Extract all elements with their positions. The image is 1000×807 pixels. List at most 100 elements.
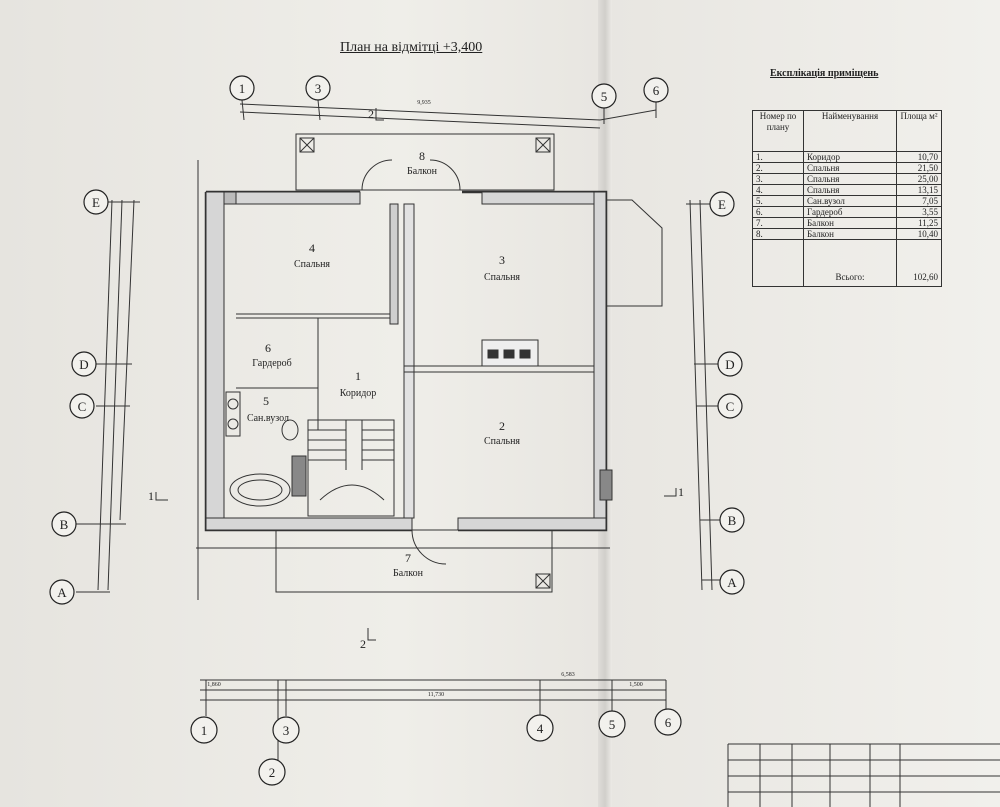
door-swing	[361, 159, 393, 191]
axis-label: 6	[665, 715, 672, 730]
balcony-post	[535, 573, 551, 589]
axis-label: E	[92, 195, 100, 210]
room-4-number: 4	[309, 241, 315, 255]
axis-bubble-bottom-5	[598, 710, 626, 738]
toilet	[281, 419, 299, 441]
balcony-7-outline	[275, 529, 553, 593]
axis-label: 6	[653, 83, 660, 98]
radiator	[599, 469, 613, 501]
dimension-text: 6,583	[561, 672, 575, 678]
room-6-name: Гардероб	[252, 358, 291, 369]
balcony-8-outline	[295, 133, 555, 191]
bay-window	[606, 199, 663, 307]
room-4-name: Спальня	[294, 259, 330, 270]
total-label: Всього:	[803, 239, 897, 287]
room-2-name: Спальня	[484, 436, 520, 447]
axis-label: B	[728, 513, 737, 528]
axis-label: 1	[201, 723, 208, 738]
dimension-text: 1,500	[629, 682, 643, 688]
axis-bubble-right-E	[709, 191, 735, 217]
axis-label: 5	[601, 89, 608, 104]
header-area: Площа м²	[896, 110, 942, 152]
room-7-number: 7	[405, 551, 411, 565]
axis-bubble-right-C	[717, 393, 743, 419]
dimension-line	[689, 199, 703, 591]
room-1-number: 1	[355, 369, 361, 383]
axis-bubble-left-B	[51, 511, 77, 537]
axis-bubble-bottom-6	[654, 708, 682, 736]
axis-bubble-left-A	[49, 579, 75, 605]
axis-label: 3	[315, 81, 322, 96]
header-number: Номер по плану	[752, 110, 804, 152]
axis-bubble-left-D	[71, 351, 97, 377]
explication-title: Експлікація приміщень	[770, 68, 879, 79]
room-3-number: 3	[499, 253, 505, 267]
door-swing	[411, 529, 447, 565]
balcony-post	[299, 137, 315, 153]
room-8-number: 8	[419, 149, 425, 163]
axis-label: 4	[537, 721, 544, 736]
room-8-name: Балкон	[407, 166, 438, 177]
room-5-number: 5	[263, 394, 269, 408]
axis-bubble-left-E	[83, 189, 109, 215]
section-mark-1-right	[664, 488, 677, 497]
title-block	[727, 743, 1000, 807]
dimension-line	[239, 103, 601, 121]
axis-bubble-top-1	[229, 75, 255, 101]
axis-bubble-right-B	[719, 507, 745, 533]
room-1-name: Коридор	[340, 388, 377, 399]
washbasin	[225, 391, 241, 437]
axis-bubble-bottom-4	[526, 714, 554, 742]
axis-label: 1	[239, 81, 246, 96]
wall-segment	[205, 191, 225, 531]
room-5-name: Сан.вузол	[247, 413, 289, 424]
axis-bubble-right-A	[719, 569, 745, 595]
axis-bubble-bottom-2	[258, 758, 286, 786]
axis-label: A	[57, 585, 67, 600]
room-6-number: 6	[265, 341, 271, 355]
section-mark-2-top	[375, 108, 384, 121]
interior-wall	[389, 203, 399, 325]
row-area: 11,25	[896, 217, 942, 229]
dimension-text: 9,935	[417, 100, 431, 106]
axis-bubble-bottom-1	[190, 716, 218, 744]
total-value: 102,60	[896, 239, 942, 287]
dimension-line	[97, 199, 113, 591]
dimension-text: 1,860	[207, 682, 221, 688]
room-2-number: 2	[499, 419, 505, 433]
plan-title: План на відмітці +3,400	[340, 40, 483, 55]
door-swing	[429, 159, 461, 191]
axis-label: 2	[269, 765, 276, 780]
explication-table: Номер по плану Найменування Площа м² 1.К…	[752, 110, 942, 287]
room-7-name: Балкон	[393, 568, 424, 579]
axis-label: C	[726, 399, 735, 414]
axis-label: C	[78, 399, 87, 414]
bathtub	[229, 473, 291, 507]
axis-label: D	[79, 357, 88, 372]
total-row: Всього:102,60	[752, 239, 942, 287]
section-number: 2	[368, 107, 374, 121]
axis-label: D	[725, 357, 734, 372]
section-mark-2-bottom	[367, 628, 376, 641]
axis-label: 3	[283, 723, 290, 738]
section-mark-1-left	[155, 492, 168, 501]
staircase	[307, 419, 395, 517]
axis-bubble-top-6	[643, 77, 669, 103]
section-number: 2	[360, 637, 366, 651]
room-3-name: Спальня	[484, 272, 520, 283]
dimension-text: 11,730	[428, 692, 444, 698]
axis-bubble-top-5	[591, 83, 617, 109]
axis-bubble-right-D	[717, 351, 743, 377]
interior-wall	[403, 203, 415, 519]
axis-bubble-left-C	[69, 393, 95, 419]
axis-label: E	[718, 197, 726, 212]
section-number: 1	[678, 485, 684, 499]
axis-label: 5	[609, 717, 616, 732]
axis-label: A	[727, 575, 737, 590]
